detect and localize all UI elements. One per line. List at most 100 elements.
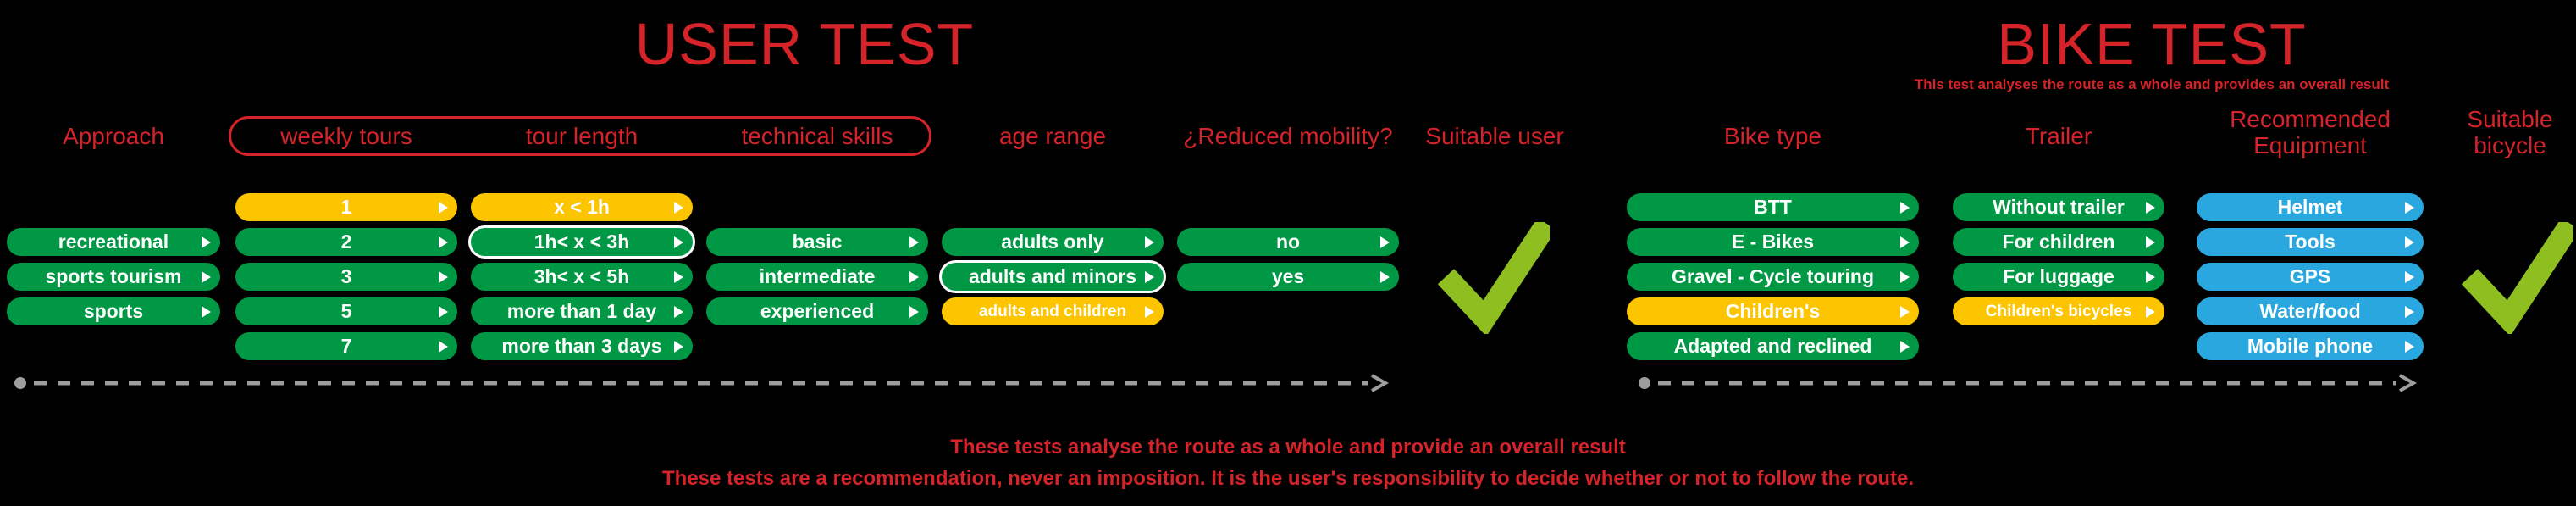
arrow-right-icon [2146,201,2155,214]
option-pill-1h-x-3h[interactable]: 1h< x < 3h [471,228,693,256]
option-label: 3 [340,265,352,287]
option-label: BTT [1754,196,1792,218]
user-test-title: USER TEST [634,11,975,77]
option-label: Mobile phone [2247,335,2374,357]
option-label: adults and children [978,302,1127,320]
header-tour-length: tour length [525,123,638,149]
option-pill-no[interactable]: no [1177,228,1399,256]
arrow-right-icon [439,305,448,318]
option-pill-adapted-and-reclined[interactable]: Adapted and reclined [1627,332,1919,360]
option-pill-without-trailer[interactable]: Without trailer [1953,193,2164,221]
arrow-right-icon [1900,201,1910,214]
tour-criteria-group-outline [229,116,931,156]
option-pill-gravel-cycle-touring[interactable]: Gravel - Cycle touring [1627,263,1919,291]
arrow-right-icon [1145,236,1154,248]
option-pill-e-bikes[interactable]: E - Bikes [1627,228,1919,256]
option-label: sports tourism [45,265,182,287]
option-label: For luggage [2003,265,2114,287]
header-bike-type: Bike type [1723,123,1822,149]
option-pill-mobile-phone[interactable]: Mobile phone [2197,332,2424,360]
option-label: 1 [340,196,352,218]
column-approach: recreational sports tourism sports [7,193,220,373]
bike-test-flow-arrow [1636,374,2424,397]
arrow-right-icon [909,236,919,248]
option-pill-for-luggage[interactable]: For luggage [1953,263,2164,291]
option-pill-sports[interactable]: sports [7,297,220,325]
option-pill-yes[interactable]: yes [1177,263,1399,291]
option-pill-water-food[interactable]: Water/food [2197,297,2424,325]
arrow-right-icon [202,236,211,248]
header-recommended-equipment: Recommended Equipment [2230,106,2391,158]
option-pill-3[interactable]: 3 [235,263,457,291]
option-pill-adults-and-children[interactable]: adults and children [942,297,1164,325]
header-approach: Approach [63,123,164,149]
arrow-right-icon [1380,270,1390,283]
arrow-right-icon [674,340,683,353]
arrow-right-icon [2146,305,2155,318]
arrow-right-icon [2405,236,2414,248]
column-weekly-tours: 1 2 3 5 7 [235,193,457,373]
column-reduced-mobility: no yes [1177,193,1399,373]
option-pill-1[interactable]: 1 [235,193,457,221]
option-label: intermediate [759,265,876,287]
option-pill-intermediate[interactable]: intermediate [706,263,928,291]
arrow-right-icon [1380,236,1390,248]
option-pill-x-1h[interactable]: x < 1h [471,193,693,221]
option-pill-more-than-1-day[interactable]: more than 1 day [471,297,693,325]
option-pill-tools[interactable]: Tools [2197,228,2424,256]
arrow-right-icon [674,270,683,283]
option-pill-sports-tourism[interactable]: sports tourism [7,263,220,291]
option-label: more than 3 days [501,335,662,357]
option-label: sports [83,300,144,322]
option-pill-5[interactable]: 5 [235,297,457,325]
user-test-flow-arrow [12,374,1401,397]
bike-test-title: BIKE TEST [1997,11,2307,77]
option-pill-recreational[interactable]: recreational [7,228,220,256]
option-pill-adults-only[interactable]: adults only [942,228,1164,256]
arrow-right-icon [2405,270,2414,283]
column-age-range: adults only adults and minors adults and c… [942,193,1164,373]
option-pill-for-children[interactable]: For children [1953,228,2164,256]
option-label: Adapted and reclined [1673,335,1872,357]
header-weekly-tours: weekly tours [280,123,412,149]
option-pill-7[interactable]: 7 [235,332,457,360]
option-label: x < 1h [554,196,610,218]
option-label: basic [792,231,843,253]
option-pill-2[interactable]: 2 [235,228,457,256]
option-pill-gps[interactable]: GPS [2197,263,2424,291]
arrow-right-icon [2146,270,2155,283]
arrow-right-icon [1900,305,1910,318]
option-pill-basic[interactable]: basic [706,228,928,256]
bike-test-subtitle: This test analyses the route as a whole … [1914,76,2390,92]
option-pill-helmet[interactable]: Helmet [2197,193,2424,221]
option-label: experienced [760,300,875,322]
option-pill-adults-and-minors[interactable]: adults and minors [942,263,1164,291]
arrow-right-icon [674,201,683,214]
header-suitable-user: Suitable user [1425,123,1564,149]
option-pill-3h-x-5h[interactable]: 3h< x < 5h [471,263,693,291]
option-pill-btt[interactable]: BTT [1627,193,1919,221]
arrow-right-icon [439,270,448,283]
header-technical-skills: technical skills [741,123,893,149]
arrow-right-icon [1900,270,1910,283]
option-label: Water/food [2259,300,2361,322]
option-pill-experienced[interactable]: experienced [706,297,928,325]
arrow-right-icon [909,305,919,318]
arrow-right-icon [439,340,448,353]
option-label: 2 [340,231,352,253]
option-label: 7 [340,335,352,357]
option-label: Gravel - Cycle touring [1671,265,1874,287]
option-pill-children-s-bicycles[interactable]: Children's bicycles [1953,297,2164,325]
arrow-right-icon [1900,340,1910,353]
option-pill-more-than-3-days[interactable]: more than 3 days [471,332,693,360]
arrow-right-icon [2405,305,2414,318]
option-label: For children [2002,231,2115,253]
option-label: Children's bicycles [1985,302,2132,320]
option-label: recreational [58,231,169,253]
option-pill-children-s[interactable]: Children's [1627,297,1919,325]
arrow-right-icon [202,305,211,318]
